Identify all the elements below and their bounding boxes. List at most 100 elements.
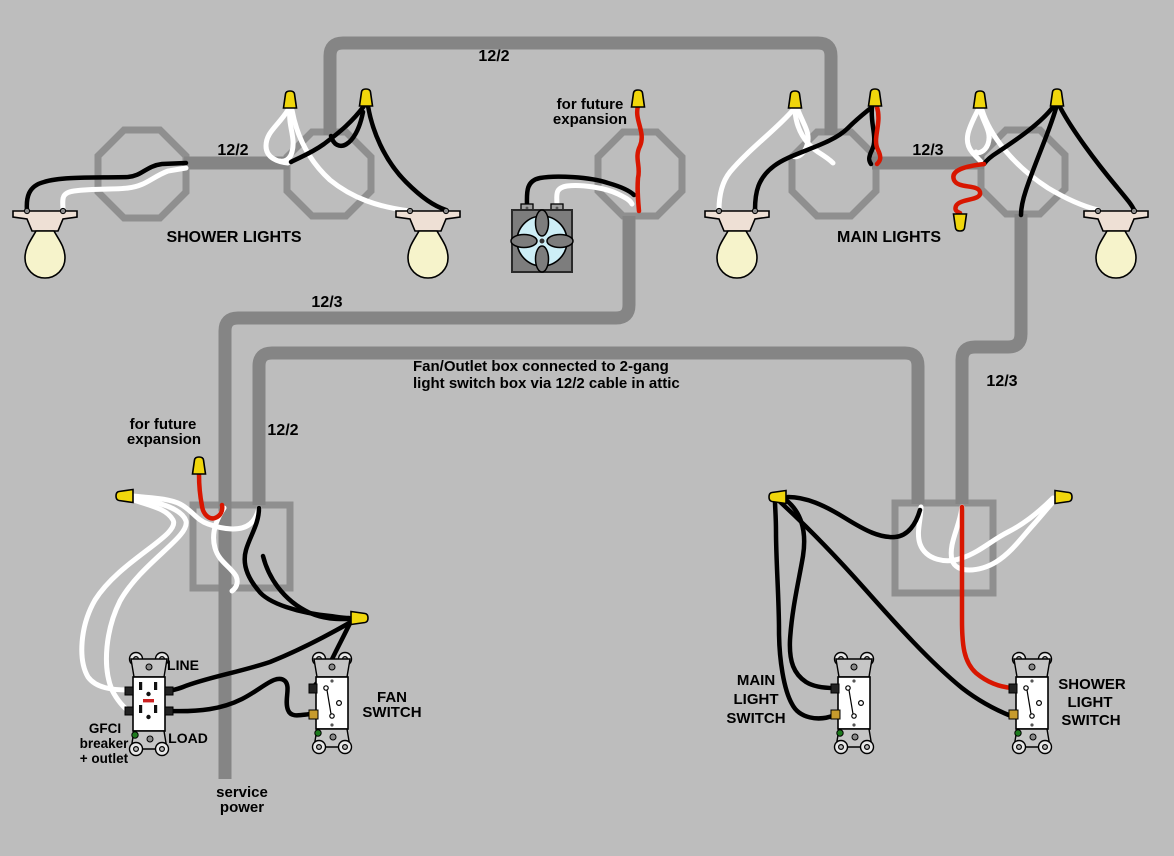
white-wire-leftbox-arc-to-gfci-top [79,496,177,693]
shower-switch-label-line3: SWITCH [1061,712,1120,729]
cable-top-attic-12-2 [323,36,838,135]
white-wire-leftbox-interior [211,505,240,594]
white-wire-rightbox-strand2 [948,497,1058,573]
wire-nut-leftbox-white [115,488,134,504]
white-wire-oct4-to-cable [792,107,836,166]
black-wire-fan [524,174,637,209]
shower-switch-label-line1: SHOWER [1058,676,1126,693]
black-wire-gfci-load-to-fan-switch [166,676,314,718]
fan-switch-label-line2: SWITCH [362,704,421,721]
wire-nut-oct4-black-red [867,88,883,107]
red-wire-oct5-squiggle-to-nut [951,161,987,216]
black-wire-diagonal-to-shower-switch [775,497,1014,719]
cable-label-left-run: 12/3 [311,294,342,311]
black-wire-oct2-to-cable [288,103,367,165]
note-future-left-line1: for future [130,416,197,433]
octagon-box-shower-left [94,126,190,222]
note-annotation-line1: Fan/Outlet box connected to 2-gang [413,358,669,375]
cable-label-top-attic: 12/2 [478,48,509,65]
red-wire-fan-future-expansion [634,103,644,214]
fan-switch [308,651,353,755]
cable-label-right-run: 12/3 [986,373,1017,390]
white-wires [60,107,1101,714]
black-wire-rightnut-to-main-switch-top [783,497,837,691]
gfci-load-label: LOAD [168,730,208,746]
note-future-top-line1: for future [557,96,624,113]
switch-box-left-2gang [189,501,294,592]
octagon-box-shower-right [283,128,375,220]
wire-nut-fan-future [630,89,646,108]
gfci-label-line2: breaker [80,736,130,751]
gfci-breaker-outlet [124,651,174,757]
gfci-label-line1: GFCI [89,721,121,736]
note-future-left-line2: expansion [127,431,201,448]
wire-nut-oct5-white [972,90,988,109]
main-switch-label-line1: MAIN [737,672,775,689]
white-wire-oct5-loop [973,107,992,156]
white-wire-leftbox-arc-to-gfci-bottom [103,494,189,714]
note-annotation-line2: light switch box via 12/2 cable in attic [413,375,680,392]
section-label-shower-lights: SHOWER LIGHTS [166,229,301,246]
white-wire-oct5-to-bulb4 [979,107,1101,213]
octagon-box-main-left [788,128,880,220]
wire-nut-oct5-black [1049,88,1065,107]
note-future-top-line2: expansion [553,111,627,128]
black-wire-oct2-to-bulb2 [365,103,449,213]
black-wire-main-switch-bottom-loop [772,498,838,721]
white-wire-oct5-to-cable [964,107,985,166]
white-wire-rightbox-strand1 [915,495,1056,564]
main-light-bulb-2 [1083,207,1149,279]
shower-light-bulb-2 [395,207,461,279]
black-wire-oct5-to-cable [981,104,1056,167]
gfci-line-label: LINE [167,657,199,673]
wire-nut-oct5-red-down [952,213,968,232]
service-power-label-line1: service [216,784,268,801]
section-label-main-lights: MAIN LIGHTS [837,229,941,246]
black-wire-oct4-to-cable [867,104,877,167]
shower-light-switch [1008,651,1053,755]
red-wire-oct4-to-cable [873,104,883,167]
service-power-label-line2: power [220,799,264,816]
main-switch-label-line3: SWITCH [726,710,785,727]
wire-nut-rightbox-white [1054,489,1073,505]
white-wire-oct2-loop [277,107,296,164]
black-wires [24,103,1137,721]
white-wire-oct2-to-bulb2 [289,107,413,214]
shower-switch-label-line2: LIGHT [1068,694,1113,711]
cable-left-switch-run-12-3-and-service [218,216,636,779]
red-wires [196,103,1015,691]
black-wire-bulb3-to-nut [752,104,875,213]
black-wire-oct5-to-bulb4 [1057,104,1137,213]
gfci-label-line3: + outlet [80,751,129,766]
main-light-switch [830,651,875,755]
white-wire-oct4-to-bulb3 [716,107,796,213]
black-wire-rightnut-to-box [785,494,923,540]
cable-label-main-link: 12/3 [912,142,943,159]
black-wire-nut-to-gfci-line [166,619,354,694]
wire-nut-oct2-black [358,88,374,107]
cable-label-shower-link: 12/2 [217,142,248,159]
shower-light-bulb-1 [12,207,78,279]
white-wire-fan [554,183,635,209]
black-wire-leftbox-cross-to-nut [260,553,352,622]
wire-nut-oct4-white [787,90,803,109]
white-wire-leftbox-to-cable [130,493,262,532]
black-wire-shower-bulb1 [24,160,189,214]
wire-nut-leftbox-future [191,456,207,475]
exhaust-fan [510,203,574,273]
cable-attic-run-12-2 [252,346,925,505]
red-wire-rightbox-to-shower-switch [959,504,1015,691]
fan-switch-label-line1: FAN [377,689,407,706]
wire-nut-leftbox-black [350,610,369,626]
cable-right-switch-run-12-3 [955,214,1028,504]
main-light-bulb-1 [704,207,770,279]
switch-box-right-2gang [891,499,997,597]
wire-nut-oct2-white [282,90,298,109]
cable-label-attic-run: 12/2 [267,422,298,439]
white-wire-shower-bulb1 [60,165,189,214]
cables [184,36,1028,779]
main-switch-label-line2: LIGHT [734,691,779,708]
black-wire-leftbox-to-nut [242,505,352,621]
labels: 12/2 12/2 12/3 12/3 12/2 12/3 SHOWER LIG… [80,48,1126,816]
